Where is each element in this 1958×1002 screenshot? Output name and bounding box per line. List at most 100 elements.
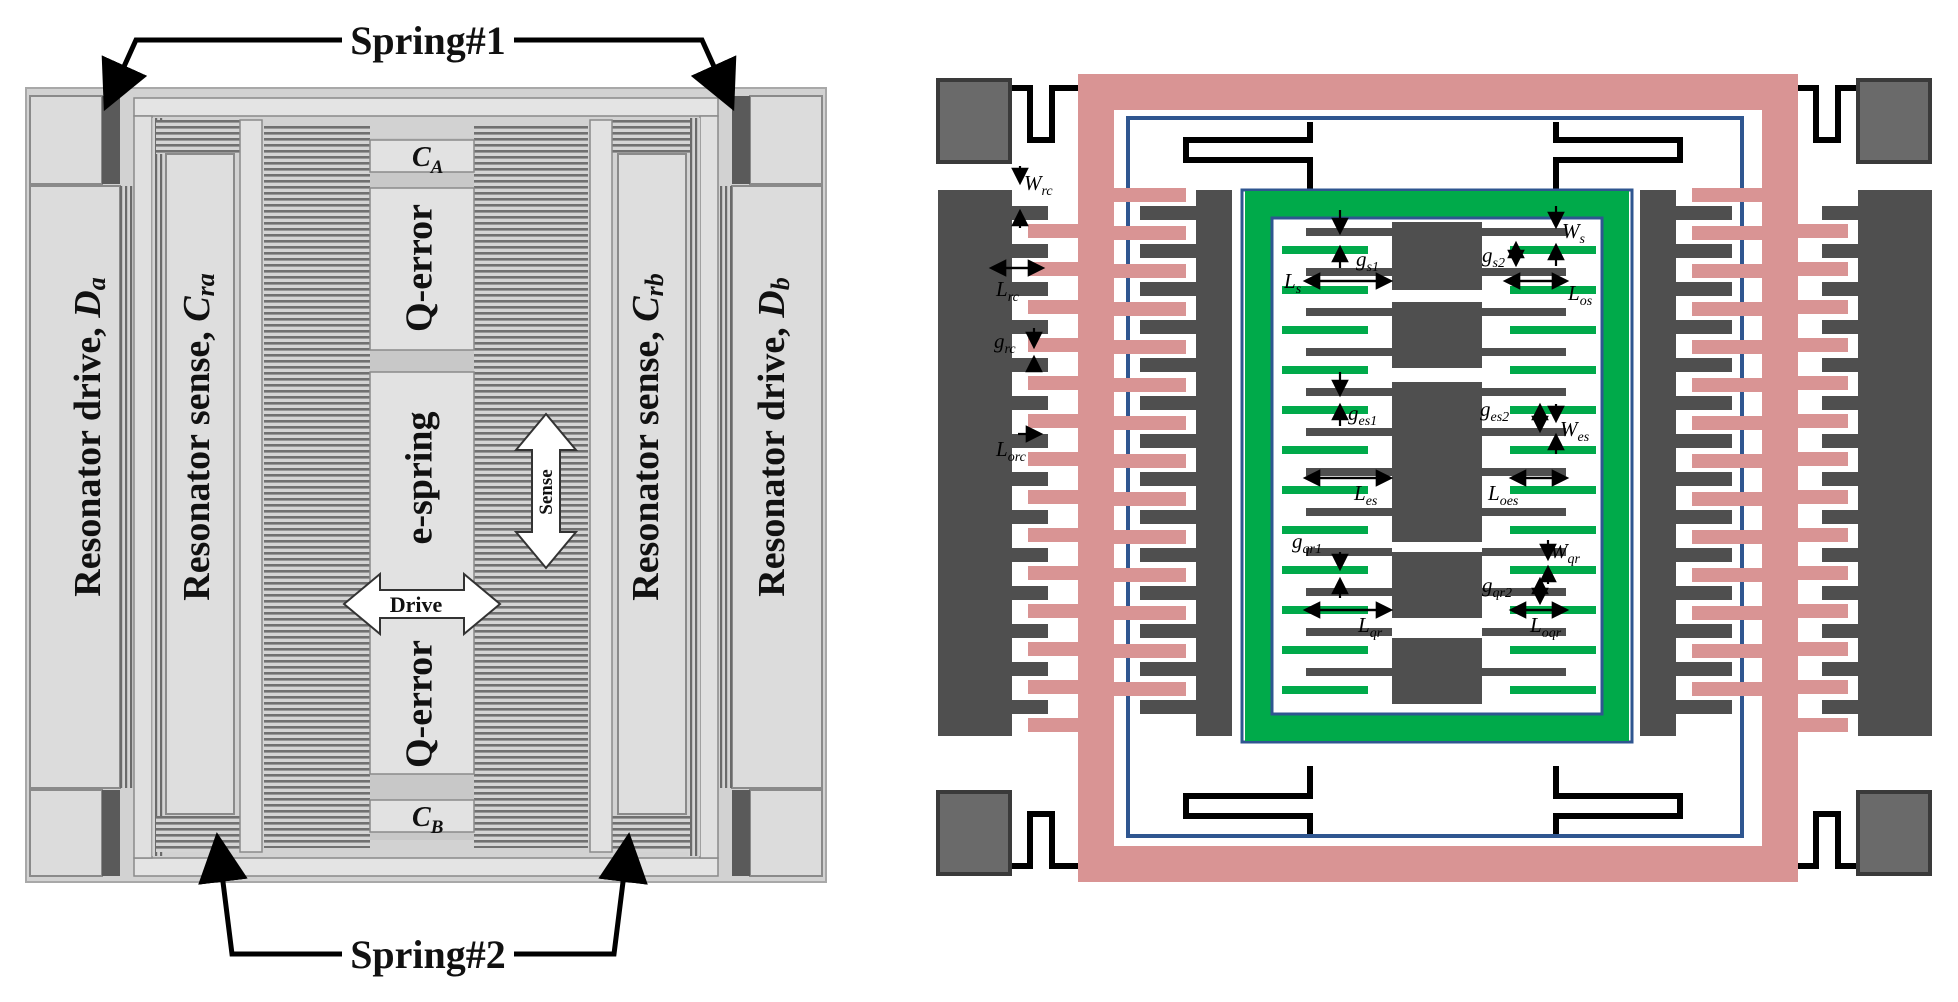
frame-fingers-left-inner	[1112, 188, 1186, 696]
frame-fingers-right-inner	[1692, 188, 1766, 696]
inner-finger	[1676, 586, 1732, 600]
frame-finger	[1028, 376, 1088, 390]
outer-finger	[1012, 510, 1048, 524]
drive-arrow-label: Drive	[390, 592, 443, 617]
drive-b-anchor-top	[749, 95, 823, 185]
green-finger	[1282, 646, 1368, 654]
center-finger	[1482, 628, 1566, 636]
center-finger	[1482, 508, 1566, 516]
right-outer-electrode-spine	[1858, 190, 1932, 736]
frame-finger	[1112, 264, 1186, 278]
center-finger	[1306, 428, 1392, 436]
frame-finger	[1788, 338, 1848, 352]
drive-a-electrode	[29, 185, 121, 789]
center-finger	[1482, 228, 1566, 236]
outer-proof-mass-frame	[1078, 74, 1798, 882]
dim-gqr1: gqr1	[1292, 529, 1322, 557]
frame-finger	[1028, 566, 1088, 580]
frame-finger	[1112, 340, 1186, 354]
sense-b-label: Resonator sense, Crb	[625, 273, 669, 601]
frame-finger	[1692, 264, 1766, 278]
outer-finger	[1012, 624, 1048, 638]
sense-a-spring-top	[156, 120, 254, 154]
qerror-bottom-label: Q-error	[399, 640, 441, 768]
outer-finger	[1822, 662, 1858, 676]
frame-finger	[1692, 492, 1766, 506]
inner-finger	[1140, 244, 1196, 258]
dim-loes: Loes	[1487, 481, 1519, 509]
green-finger	[1510, 566, 1596, 574]
inner-finger	[1676, 548, 1732, 562]
frame-finger	[1692, 530, 1766, 544]
anchor-bottom-right	[1856, 790, 1932, 876]
outer-finger	[1822, 548, 1858, 562]
outer-springs	[1012, 85, 1856, 869]
outer-finger	[1822, 434, 1858, 448]
espring-label: e-spring	[399, 412, 441, 545]
frame-finger	[1692, 606, 1766, 620]
frame-finger	[1028, 452, 1088, 466]
green-finger	[1282, 246, 1368, 254]
dim-lrc: Lrc	[995, 277, 1020, 305]
green-finger	[1282, 446, 1368, 454]
right-schematic: Wrc Lrc grc Lorc gs1 gs2 Ws Ls Los ges1 …	[936, 74, 1932, 882]
frame-finger	[1788, 300, 1848, 314]
inner-finger	[1676, 472, 1732, 486]
qerror-top-label: Q-error	[399, 204, 441, 332]
inner-finger	[1676, 206, 1732, 220]
spring1-right	[732, 96, 750, 184]
outer-finger	[1822, 586, 1858, 600]
green-finger	[1282, 566, 1368, 574]
center-finger	[1482, 388, 1566, 396]
comb-array-left	[264, 126, 370, 848]
frame-finger	[1028, 338, 1088, 352]
inner-finger	[1676, 244, 1732, 258]
frame-finger	[1028, 224, 1088, 238]
left-rail	[133, 115, 153, 859]
center-finger	[1306, 508, 1392, 516]
frame-finger	[1692, 302, 1766, 316]
dim-lorc: Lorc	[995, 437, 1027, 465]
green-finger	[1282, 286, 1368, 294]
drive-a-anchor-top	[29, 95, 103, 185]
inner-column-left	[239, 119, 263, 853]
outer-finger	[1822, 244, 1858, 258]
green-finger	[1510, 646, 1596, 654]
spring2-arrow-right	[514, 832, 648, 957]
frame-finger	[1028, 604, 1088, 618]
green-finger	[1282, 326, 1368, 334]
drive-b-anchor-bottom	[749, 789, 823, 877]
inner-finger	[1676, 624, 1732, 638]
green-finger	[1282, 486, 1368, 494]
frame-finger	[1028, 642, 1088, 656]
frame-finger	[1788, 376, 1848, 390]
spring2-left	[102, 790, 120, 876]
green-finger	[1510, 526, 1596, 534]
inner-finger	[1676, 662, 1732, 676]
anchor-top-left	[936, 78, 1012, 164]
frame-finger	[1788, 566, 1848, 580]
inner-finger	[1140, 662, 1196, 676]
green-finger	[1510, 326, 1596, 334]
right-inner-fingers	[1676, 206, 1732, 714]
outer-finger	[1012, 282, 1048, 296]
green-finger	[1282, 406, 1368, 414]
green-finger	[1510, 406, 1596, 414]
frame-fingers-left-outer	[1028, 224, 1088, 732]
frame-finger	[1028, 718, 1088, 732]
dim-les: Les	[1353, 481, 1378, 509]
frame-finger	[1692, 454, 1766, 468]
cb-box	[369, 799, 475, 833]
outer-finger	[1012, 358, 1048, 372]
inner-finger	[1140, 548, 1196, 562]
outer-finger	[1822, 206, 1858, 220]
spring2-right	[732, 790, 750, 876]
inner-frame-blue	[1126, 116, 1744, 838]
frame-finger	[1028, 528, 1088, 542]
sense-a-comb	[152, 118, 164, 856]
frame-finger	[1112, 188, 1186, 202]
frame-finger	[1788, 718, 1848, 732]
outer-finger	[1012, 586, 1048, 600]
ca-box	[369, 139, 475, 173]
inner-finger	[1140, 586, 1196, 600]
